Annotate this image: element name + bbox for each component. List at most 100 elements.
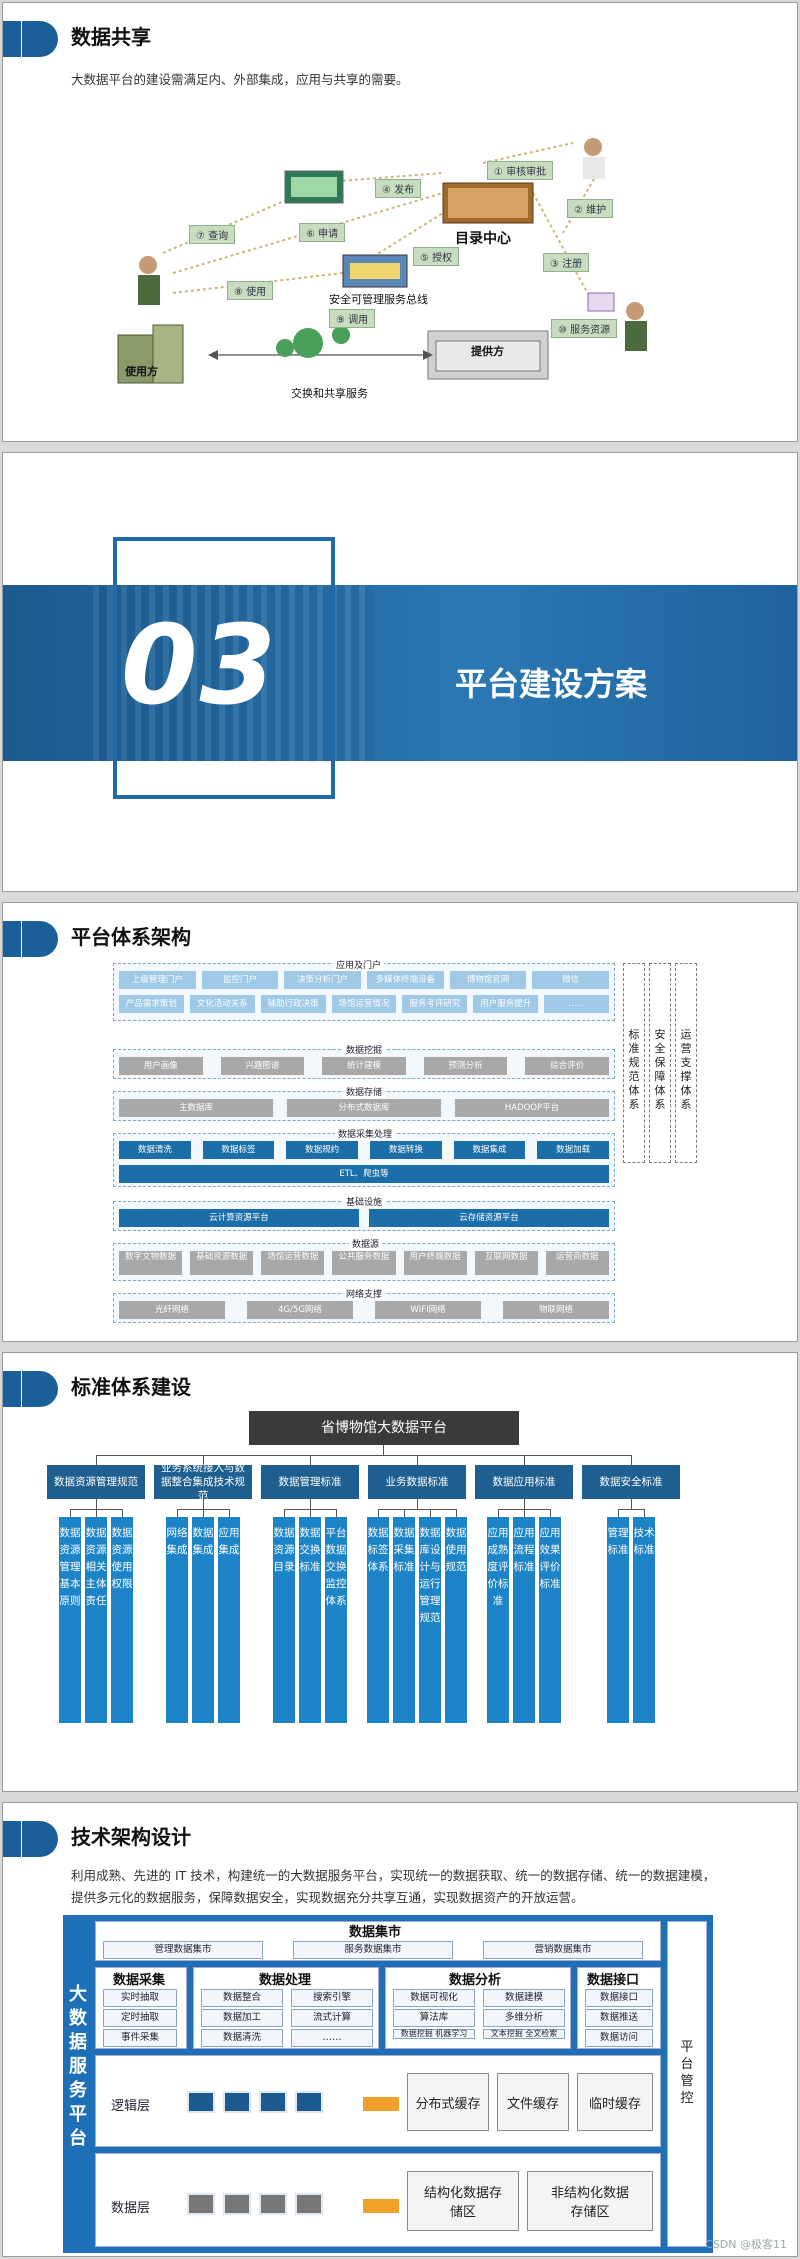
step-label: ⑥ 申请 (299, 223, 346, 242)
standard-item: 技术标准 (633, 1517, 655, 1723)
slide-tech-architecture: 技术架构设计 利用成熟、先进的 IT 技术，构建统一的大数据服务平台，实现统一的… (2, 1802, 798, 2257)
standard-item: 应用效果评价标准 (539, 1517, 561, 1723)
tree-connector (310, 1509, 311, 1517)
tree-connector (631, 1455, 632, 1465)
data-node-icon (187, 2193, 215, 2215)
user-building (117, 324, 184, 384)
side-system-operation: 运营支撑体系 (675, 963, 697, 1163)
app-chip: …… (544, 995, 609, 1013)
document-icon (587, 292, 615, 312)
infra-title: 基础设施 (343, 1195, 386, 1208)
module-cell: …… (291, 2029, 373, 2047)
standard-item: 数据集成 (192, 1517, 214, 1723)
standard-item: 数据资源使用权限 (111, 1517, 133, 1723)
side-system-security: 安全保障体系 (649, 963, 671, 1163)
standard-item: 平台数据交换监控体系 (325, 1517, 347, 1723)
standard-item: 管理标准 (607, 1517, 629, 1723)
infra-chip: 云存储资源平台 (369, 1209, 609, 1227)
logic-node-icon (223, 2091, 251, 2113)
storage-title: 数据存储 (343, 1085, 386, 1098)
header-mark (3, 1821, 58, 1857)
slide-title: 数据共享 (71, 25, 151, 49)
module-cell: 数据建模 (483, 1989, 565, 2007)
platform-vertical-label: 大数据服务平台 (69, 1984, 87, 2149)
section-title: 平台建设方案 (455, 665, 648, 703)
source-chip: 场馆运营数据 (261, 1251, 325, 1275)
storage-chip: 分布式数据库 (287, 1099, 441, 1117)
tree-connector (122, 1509, 123, 1517)
tree-connector (631, 1499, 632, 1509)
header-mark (3, 21, 58, 57)
arrow-icon (363, 2097, 399, 2111)
module-cell: 数据可视化 (393, 1989, 475, 2007)
interface-title: 数据接口 (587, 1973, 640, 1988)
module-cell: 事件采集 (103, 2029, 177, 2047)
slide-title: 平台体系架构 (71, 925, 191, 949)
process-chip: 数据标签 (202, 1141, 275, 1159)
tree-connector (644, 1509, 645, 1517)
network-chip: 物联网络 (503, 1301, 609, 1319)
standard-item: 数据标签体系 (367, 1517, 389, 1723)
market-cell: 服务数据集市 (293, 1941, 453, 1959)
app-chip: 服务考评研究 (402, 995, 468, 1013)
tree-connector (524, 1455, 525, 1465)
source-title: 数据源 (349, 1237, 383, 1250)
market-cell: 营销数据集市 (483, 1941, 643, 1959)
data-market-title: 数据集市 (349, 1925, 402, 1940)
tree-connector (96, 1499, 97, 1509)
network-chip: WIFI网络 (375, 1301, 481, 1319)
step-label: ③ 注册 (543, 253, 590, 272)
infra-chip: 云计算资源平台 (119, 1209, 359, 1227)
store-box: 非结构化数据存储区 (527, 2171, 653, 2231)
slide-data-sharing: 数据共享 大数据平台的建设需满足内、外部集成，应用与共享的需要。 (2, 2, 798, 442)
app-chip: 用户服务提升 (473, 995, 539, 1013)
logic-node-icon (295, 2091, 323, 2113)
process-chip: 数据集成 (453, 1141, 526, 1159)
standard-item: 数据采集标准 (393, 1517, 415, 1723)
tree-connector (96, 1455, 97, 1465)
process-title: 数据采集处理 (335, 1127, 396, 1140)
network-chip: 光纤网络 (119, 1301, 225, 1319)
app-portal-title: 应用及门户 (333, 958, 385, 971)
tree-connector (229, 1509, 230, 1517)
app-chip: 辅助行政决策 (260, 995, 326, 1013)
module-cell: 文本挖掘 全文检索 (483, 2029, 565, 2039)
etl-bar: ETL、爬虫等 (119, 1165, 609, 1183)
analysis-title: 数据分析 (449, 1973, 502, 1988)
data-layer-label: 数据层 (111, 2201, 151, 2216)
header-mark (3, 921, 58, 957)
slide-description: 利用成熟、先进的 IT 技术，构建统一的大数据服务平台，实现统一的数据获取、统一… (71, 1868, 716, 1905)
header-mark (3, 1371, 58, 1407)
slide-description: 大数据平台的建设需满足内、外部集成，应用与共享的需要。 (71, 72, 409, 87)
module-cell: 数据清洗 (201, 2029, 283, 2047)
standard-item: 数据资源目录 (273, 1517, 295, 1723)
module-cell: 数据整合 (201, 1989, 283, 2007)
process-title: 数据处理 (259, 1973, 312, 1988)
source-chip: 互联网数据 (474, 1251, 538, 1275)
storage-chip: HADOOP平台 (455, 1099, 609, 1117)
tree-connector (310, 1499, 311, 1509)
standard-item: 数据资源相关主体责任 (85, 1517, 107, 1723)
standard-item: 数据使用规范 (445, 1517, 467, 1723)
number-frame (113, 537, 335, 799)
module-cell: 搜索引擎 (291, 1989, 373, 2007)
person-icon (138, 138, 647, 351)
module-cell: 实时抽取 (103, 1989, 177, 2007)
platform-control-label: 平台管控 (680, 2040, 694, 2106)
collect-title: 数据采集 (113, 1973, 166, 1988)
network-chip: 4G/5G网络 (247, 1301, 353, 1319)
logic-layer-label: 逻辑层 (111, 2099, 151, 2114)
step-label: ⑧ 使用 (227, 281, 274, 300)
tree-connector (430, 1509, 431, 1517)
market-cell: 管理数据集市 (103, 1941, 263, 1959)
section-number: 03 (121, 601, 279, 729)
module-cell: 算法库 (393, 2009, 475, 2027)
building-texture (93, 585, 373, 761)
mining-title: 数据挖掘 (343, 1043, 386, 1056)
data-node-icon (295, 2193, 323, 2215)
step-label: ④ 发布 (375, 179, 422, 198)
module-cell: 多维分析 (483, 2009, 565, 2027)
process-chip: 数据清洗 (119, 1141, 191, 1159)
sharing-diagram (117, 138, 647, 384)
tree-connector (524, 1499, 525, 1509)
